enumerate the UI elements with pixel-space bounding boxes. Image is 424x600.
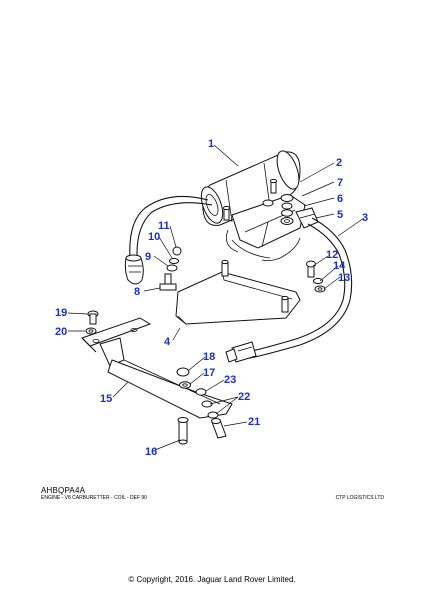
callout-15: 15 [100, 393, 112, 405]
copyright-notice: © Copyright, 2016. Jaguar Land Rover Lim… [128, 575, 296, 584]
callout-20: 20 [55, 326, 67, 338]
callout-9: 9 [145, 251, 151, 263]
callout-3: 3 [362, 212, 368, 224]
callout-21: 21 [248, 416, 260, 428]
callout-6: 6 [337, 193, 343, 205]
ht-lead [124, 195, 213, 285]
diagram-reference-code: AHBQPA4A [41, 486, 86, 495]
callout-22: 22 [238, 391, 250, 403]
callout-8: 8 [134, 286, 140, 298]
callout-1: 1 [208, 138, 214, 150]
callout-12: 12 [326, 249, 338, 261]
callout-23: 23 [224, 374, 236, 386]
bolt-and-washers-left [159, 246, 182, 291]
bolt-and-washers-right [306, 260, 326, 293]
mounting-plate [175, 259, 301, 325]
callout-5: 5 [337, 209, 343, 221]
diagram-description: ENGINE - V8 CARBURETTER - COIL - DEF 90 [41, 495, 147, 501]
lower-bracket [81, 317, 233, 419]
callout-4: 4 [164, 336, 171, 348]
callout-16: 16 [145, 446, 157, 458]
bolt-16 [177, 417, 189, 445]
callout-13: 13 [338, 272, 350, 284]
coil-harness [225, 217, 353, 363]
callout-11: 11 [158, 220, 170, 232]
callout-7: 7 [337, 177, 343, 189]
callout-17: 17 [203, 367, 215, 379]
bolt-19-washer-20 [85, 310, 99, 335]
callout-10: 10 [148, 231, 160, 243]
leader-lines [67, 144, 365, 451]
callout-14: 14 [333, 260, 346, 272]
callouts: 1 2 3 4 5 6 7 8 9 10 11 12 13 14 15 16 1… [55, 138, 368, 458]
nut-washer-17-18 [176, 367, 191, 389]
nut-washer-stack [280, 194, 294, 225]
callout-2: 2 [336, 157, 342, 169]
vendor-label: CTP LOGISTICS LTD [335, 495, 384, 501]
callout-18: 18 [203, 351, 215, 363]
callout-19: 19 [55, 307, 67, 319]
bolt-21-washers-22-nut-23 [195, 388, 227, 439]
